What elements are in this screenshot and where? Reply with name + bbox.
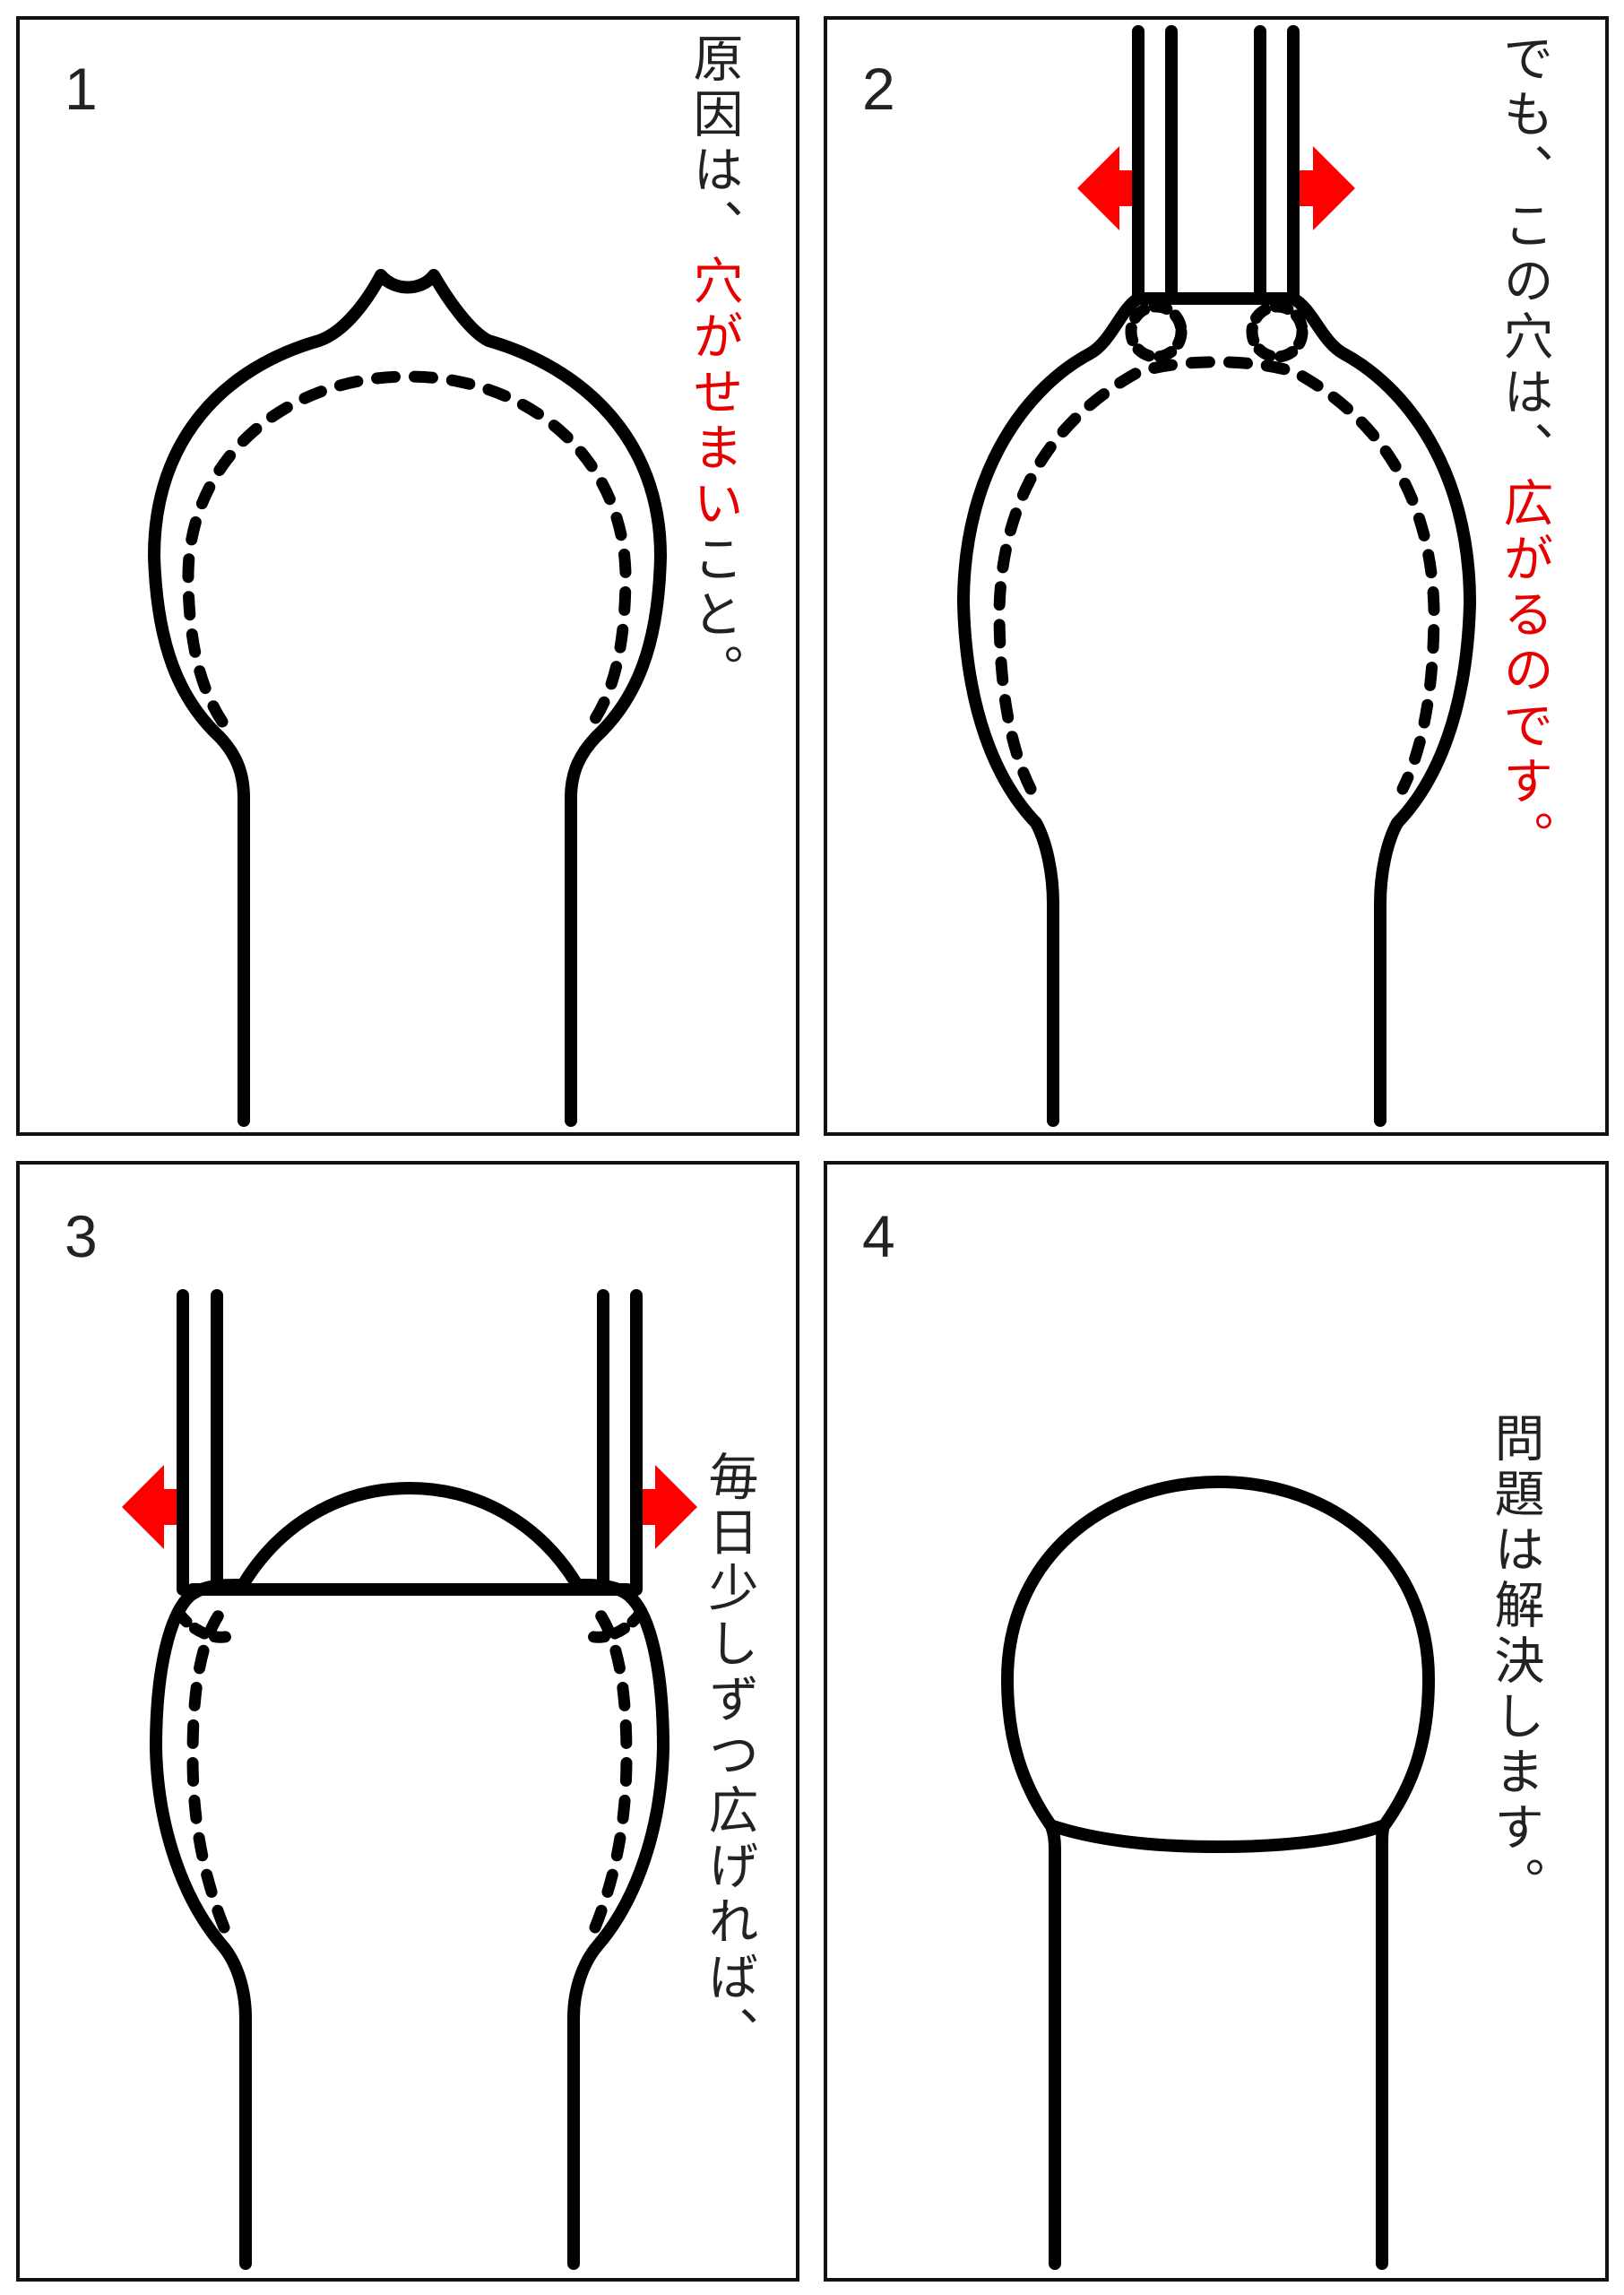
caption-segment: でも、この穴は、 (1495, 32, 1553, 477)
panel-3 (16, 1161, 799, 2282)
caption-segment: 問題は解決します。 (1486, 1412, 1544, 1912)
panel-3-number: 3 (65, 1203, 98, 1269)
panel-4-caption: 問題は解決します。 (1486, 1412, 1544, 1912)
caption-segment: 毎日少しずつ広げれば、 (700, 1451, 758, 2062)
panel-2 (824, 16, 1609, 1136)
panel-2-number: 2 (862, 56, 895, 122)
caption-highlight: 広がるのです。 (1495, 477, 1553, 866)
panel-1-number: 1 (65, 56, 98, 122)
panel-1-caption: 原因は、穴がせまいこと。 (685, 32, 743, 699)
caption-segment: 原因は、 (685, 32, 743, 255)
caption-segment: こと。 (685, 533, 743, 699)
caption-highlight: 穴がせまい (685, 255, 743, 533)
panel-1 (16, 16, 799, 1136)
panel-3-caption: 毎日少しずつ広げれば、 (700, 1451, 758, 2062)
panel-2-caption: でも、この穴は、広がるのです。 (1495, 32, 1553, 866)
panel-4-number: 4 (862, 1203, 895, 1269)
